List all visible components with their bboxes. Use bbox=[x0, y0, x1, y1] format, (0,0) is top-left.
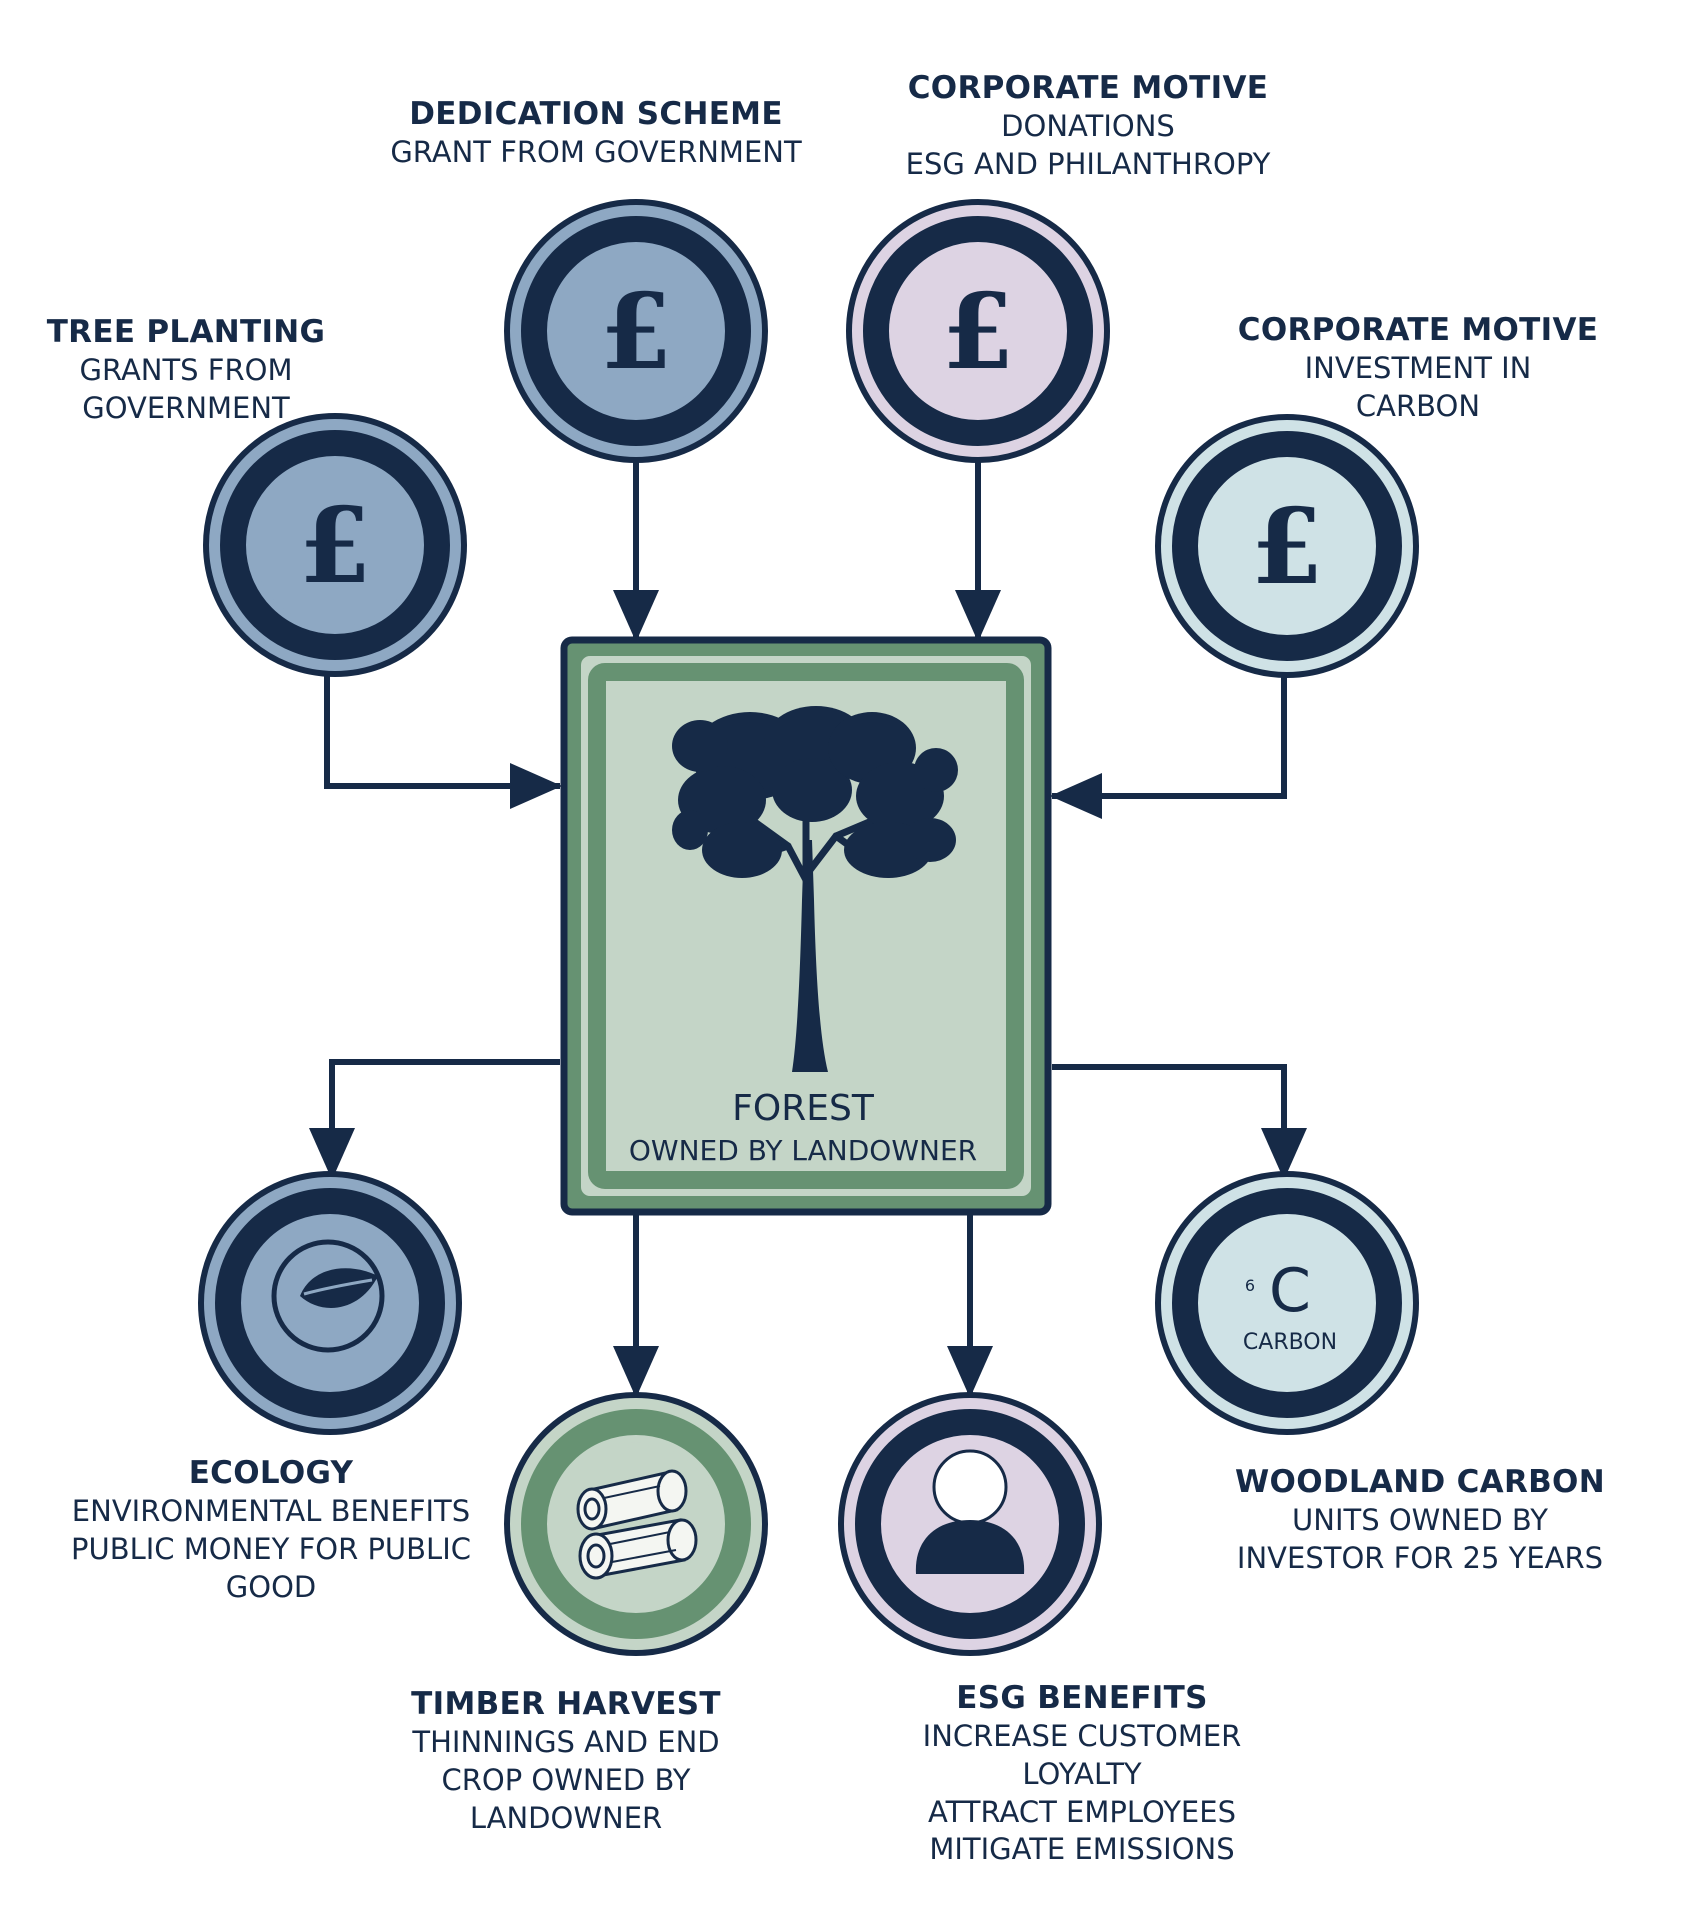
label-corporate-investment: CORPORATE MOTIVE INVESTMENT IN CARBON bbox=[1238, 310, 1598, 426]
logs-icon bbox=[576, 1469, 698, 1580]
arrow-corporate-investment bbox=[1050, 676, 1287, 819]
arrow-ecology bbox=[309, 1059, 560, 1180]
label-line: GOOD bbox=[225, 1569, 317, 1604]
circle-corporate-investment bbox=[1155, 414, 1419, 678]
forest-subtitle: OWNED BY LANDOWNER bbox=[628, 1134, 978, 1167]
carbon-atomic-number: 6 bbox=[1244, 1276, 1256, 1295]
leaf-icon bbox=[271, 1239, 385, 1353]
label-line: PUBLIC MONEY FOR PUBLIC bbox=[70, 1531, 472, 1566]
label-line: MITIGATE EMISSIONS bbox=[929, 1832, 1235, 1867]
pound-icon: £ bbox=[1251, 485, 1323, 608]
label-title: ECOLOGY bbox=[188, 1455, 354, 1491]
label-title: TREE PLANTING bbox=[46, 314, 326, 350]
person-icon bbox=[915, 1449, 1025, 1574]
label-line: INVESTMENT IN bbox=[1304, 351, 1532, 386]
label-line: CROP OWNED BY bbox=[441, 1762, 691, 1797]
input-arrows bbox=[324, 462, 1287, 819]
label-line: INCREASE CUSTOMER bbox=[922, 1719, 1242, 1754]
circle-woodland-carbon bbox=[1155, 1171, 1419, 1435]
tree-icon bbox=[672, 706, 958, 1072]
output-arrows bbox=[309, 1059, 1307, 1398]
label-title: ESG BENEFITS bbox=[956, 1680, 1208, 1716]
pound-icon: £ bbox=[942, 270, 1014, 393]
label-line: ATTRACT EMPLOYEES bbox=[928, 1794, 1236, 1829]
label-line: ENVIRONMENTAL BENEFITS bbox=[71, 1494, 471, 1529]
forest-title: FOREST bbox=[732, 1088, 874, 1129]
label-line: INVESTOR FOR 25 YEARS bbox=[1236, 1540, 1604, 1575]
label-ecology: ECOLOGY ENVIRONMENTAL BENEFITS PUBLIC MO… bbox=[71, 1453, 471, 1606]
label-tree-planting: TREE PLANTING GRANTS FROM GOVERNMENT bbox=[47, 312, 326, 428]
pound-icon: £ bbox=[600, 270, 672, 393]
label-line: ESG AND PHILANTHROPY bbox=[905, 146, 1271, 181]
circle-timber-harvest bbox=[504, 1392, 768, 1656]
circle-dedication-scheme bbox=[504, 199, 768, 463]
label-dedication-scheme: DEDICATION SCHEME GRANT FROM GOVERNMENT bbox=[390, 94, 801, 172]
label-woodland-carbon: WOODLAND CARBON UNITS OWNED BY INVESTOR … bbox=[1235, 1462, 1605, 1578]
circle-corporate-donations bbox=[846, 199, 1110, 463]
label-title: CORPORATE MOTIVE bbox=[1237, 312, 1599, 348]
label-corporate-donations: CORPORATE MOTIVE DONATIONS ESG AND PHILA… bbox=[906, 68, 1271, 184]
label-line: CARBON bbox=[1355, 388, 1481, 423]
pound-icon: £ bbox=[299, 484, 371, 607]
label-line: LOYALTY bbox=[1022, 1756, 1142, 1791]
label-line: LANDOWNER bbox=[469, 1800, 663, 1835]
carbon-symbol: C bbox=[1269, 1256, 1311, 1326]
label-timber-harvest: TIMBER HARVEST THINNINGS AND END CROP OW… bbox=[411, 1684, 721, 1837]
carbon-name: CARBON bbox=[1242, 1330, 1338, 1355]
label-line: THINNINGS AND END bbox=[412, 1725, 720, 1760]
label-title: DEDICATION SCHEME bbox=[409, 96, 783, 132]
label-line: GRANTS FROM bbox=[79, 353, 293, 388]
label-title: WOODLAND CARBON bbox=[1235, 1464, 1605, 1500]
label-line: DONATIONS bbox=[1001, 109, 1175, 144]
arrow-woodland-carbon bbox=[1052, 1064, 1307, 1180]
label-line: UNITS OWNED BY bbox=[1292, 1503, 1548, 1538]
label-line: GRANT FROM GOVERNMENT bbox=[390, 135, 802, 170]
label-line: GOVERNMENT bbox=[82, 390, 290, 425]
label-title: TIMBER HARVEST bbox=[411, 1686, 721, 1722]
arrow-tree-planting bbox=[324, 676, 562, 809]
label-title: CORPORATE MOTIVE bbox=[907, 70, 1269, 106]
label-esg-benefits: ESG BENEFITS INCREASE CUSTOMER LOYALTY A… bbox=[923, 1678, 1242, 1869]
circle-tree-planting bbox=[203, 413, 467, 677]
